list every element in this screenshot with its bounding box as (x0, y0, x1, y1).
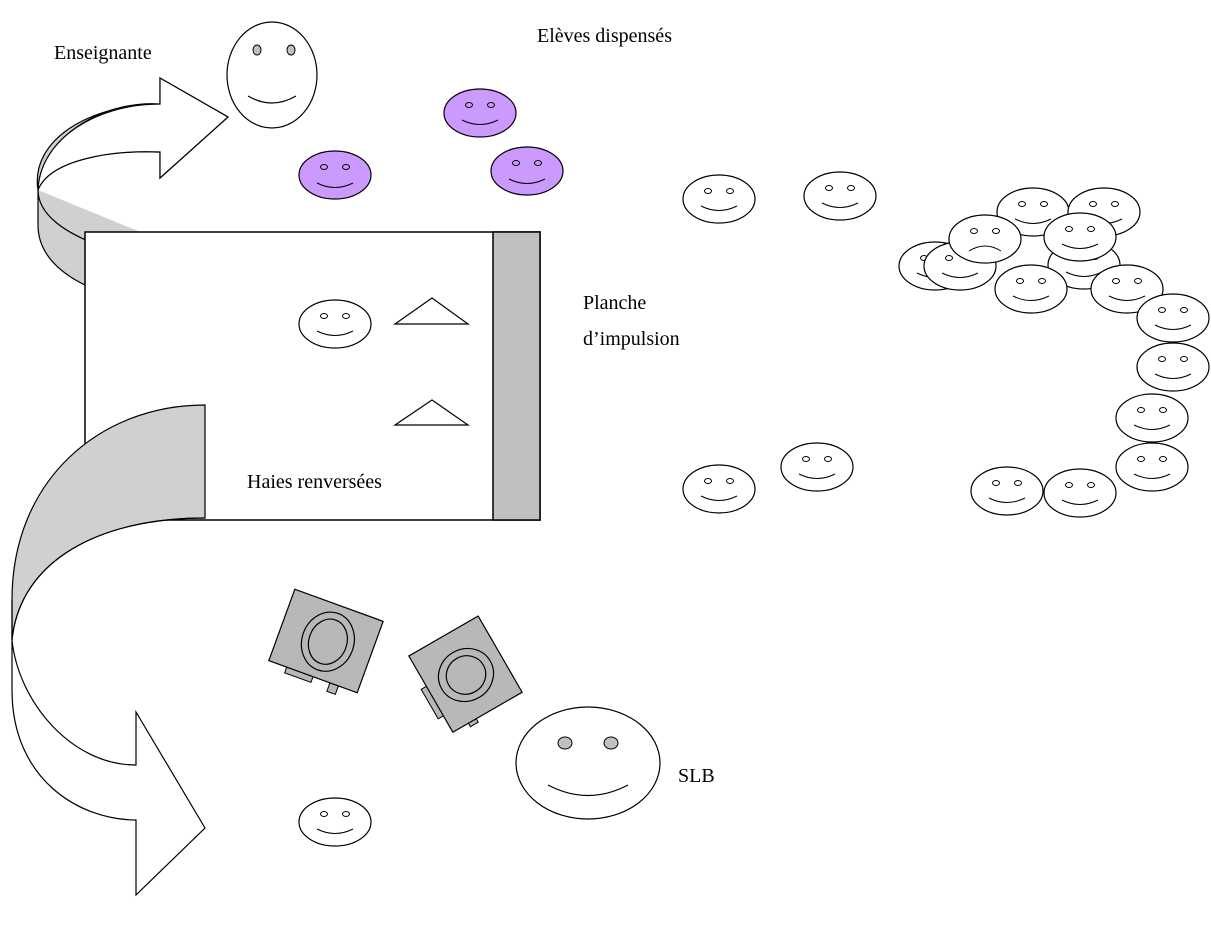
lower-curved-arrow (11, 404, 206, 897)
teacher-face-icon (226, 21, 318, 129)
exempt-student-face-icon (443, 88, 517, 138)
student-face-icon (298, 299, 372, 349)
student-face-icon (970, 466, 1044, 516)
student-face-icon (1115, 442, 1189, 492)
exempt-students-label: Elèves dispensés (537, 25, 672, 47)
student-face-icon (1043, 468, 1117, 518)
student-face-icon (682, 174, 756, 224)
student-face-icon (1136, 342, 1210, 392)
hurdle-icon (393, 399, 470, 426)
student-face-icon (1043, 212, 1117, 262)
student-face-icon (298, 797, 372, 847)
takeoff-board-label-line1: Planche (583, 292, 646, 314)
takeoff-board-label-line2: d’impulsion (583, 328, 680, 350)
camera-icon (408, 615, 523, 734)
slb-label: SLB (678, 765, 715, 787)
student-face-icon (1090, 264, 1164, 314)
exempt-student-face-icon (298, 150, 372, 200)
student-face-icon (780, 442, 854, 492)
students-group (298, 171, 1210, 847)
sad-student-face-icon (948, 214, 1022, 264)
student-face-icon (803, 171, 877, 221)
camera-icon (268, 588, 384, 696)
slb-face-icon (515, 706, 661, 820)
student-face-icon (994, 264, 1068, 314)
student-face-icon (682, 464, 756, 514)
student-face-icon (1136, 293, 1210, 343)
exempt-student-face-icon (490, 146, 564, 196)
student-face-icon (1115, 393, 1189, 443)
hurdle-icon (393, 297, 470, 325)
takeoff-board (492, 231, 541, 521)
hurdles-label: Haies renversées (247, 471, 382, 493)
teacher-label: Enseignante (54, 42, 152, 64)
